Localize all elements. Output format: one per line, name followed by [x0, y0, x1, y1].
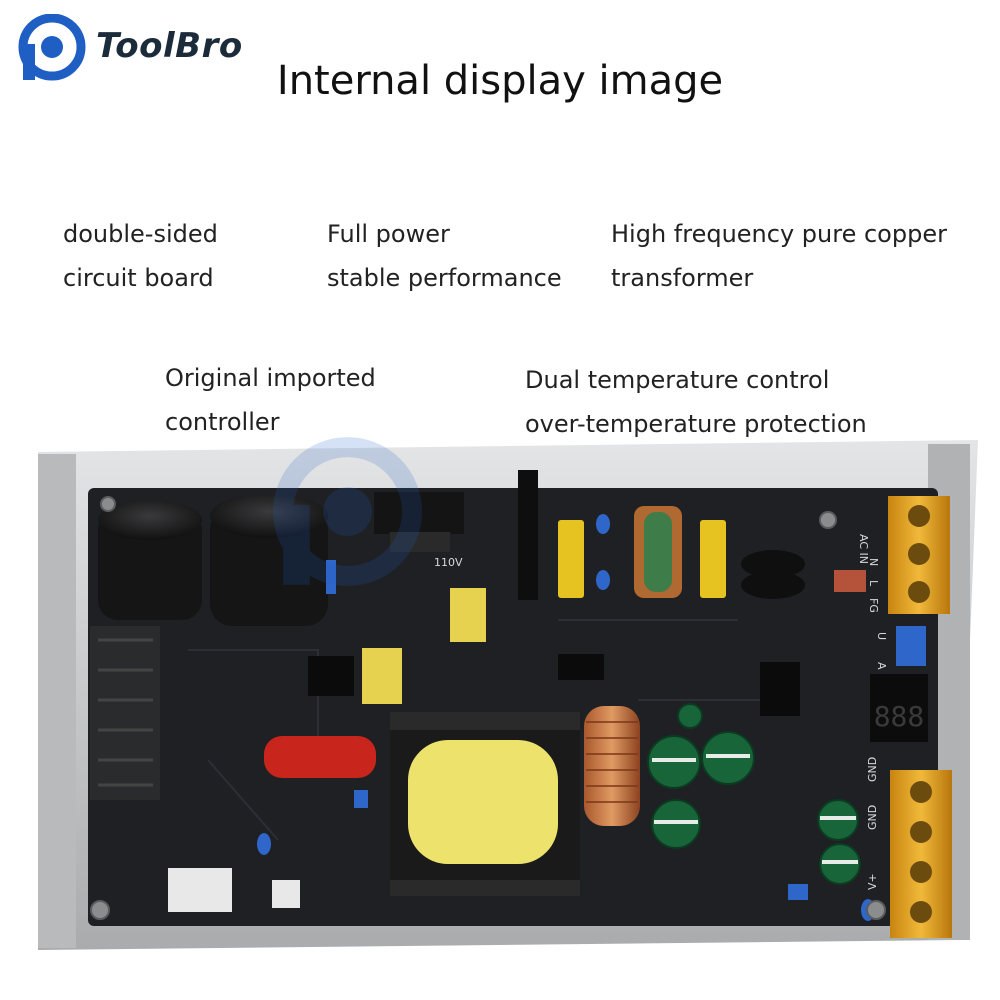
p-logo-icon — [18, 13, 86, 81]
silk-110v: 110V — [434, 556, 463, 569]
feature-full-power: Full power stable performance — [327, 212, 562, 300]
led-digits: 888 — [874, 700, 925, 733]
feature-line: Original imported — [165, 364, 376, 392]
bulk-capacitor — [98, 500, 202, 620]
silk-fg: FG — [867, 598, 880, 613]
silk-u: U — [875, 632, 888, 640]
silk-gnd-2: GND — [866, 805, 879, 830]
feature-copper-transformer: High frequency pure copper transformer — [611, 212, 947, 300]
silk-ac-in: AC IN — [857, 534, 870, 564]
feature-line: High frequency pure copper — [611, 220, 947, 248]
toolbro-logo — [18, 13, 258, 84]
copper-inductor — [584, 706, 640, 826]
feature-line: over-temperature protection — [525, 410, 867, 438]
feature-imported-controller: Original imported controller — [165, 356, 376, 444]
brand-name: ToolBro — [96, 26, 243, 66]
silk-gnd-1: GND — [866, 757, 879, 782]
silk-vplus: V+ — [866, 873, 879, 890]
silk-l: L — [867, 580, 880, 587]
feature-line: transformer — [611, 264, 754, 292]
silk-a: A — [875, 662, 888, 670]
feature-line: circuit board — [63, 264, 214, 292]
led-display — [870, 674, 928, 742]
power-supply-board-photo: 888 110V AC IN L N FG U A GND GND V+ — [38, 440, 978, 950]
page-title: Internal display image — [276, 58, 724, 104]
feature-line: stable performance — [327, 264, 562, 292]
feature-temperature-protection: Dual temperature control over-temperatur… — [525, 358, 867, 446]
main-transformer — [390, 712, 580, 896]
feature-line: double-sided — [63, 220, 218, 248]
silk-n: N — [867, 558, 880, 566]
watermark-logo-icon — [273, 437, 422, 586]
heat-sink — [90, 626, 160, 800]
bulk-capacitor — [210, 494, 336, 626]
feature-line: Dual temperature control — [525, 366, 830, 394]
feature-double-sided-board: double-sided circuit board — [63, 212, 218, 300]
feature-line: Full power — [327, 220, 450, 248]
feature-line: controller — [165, 408, 280, 436]
